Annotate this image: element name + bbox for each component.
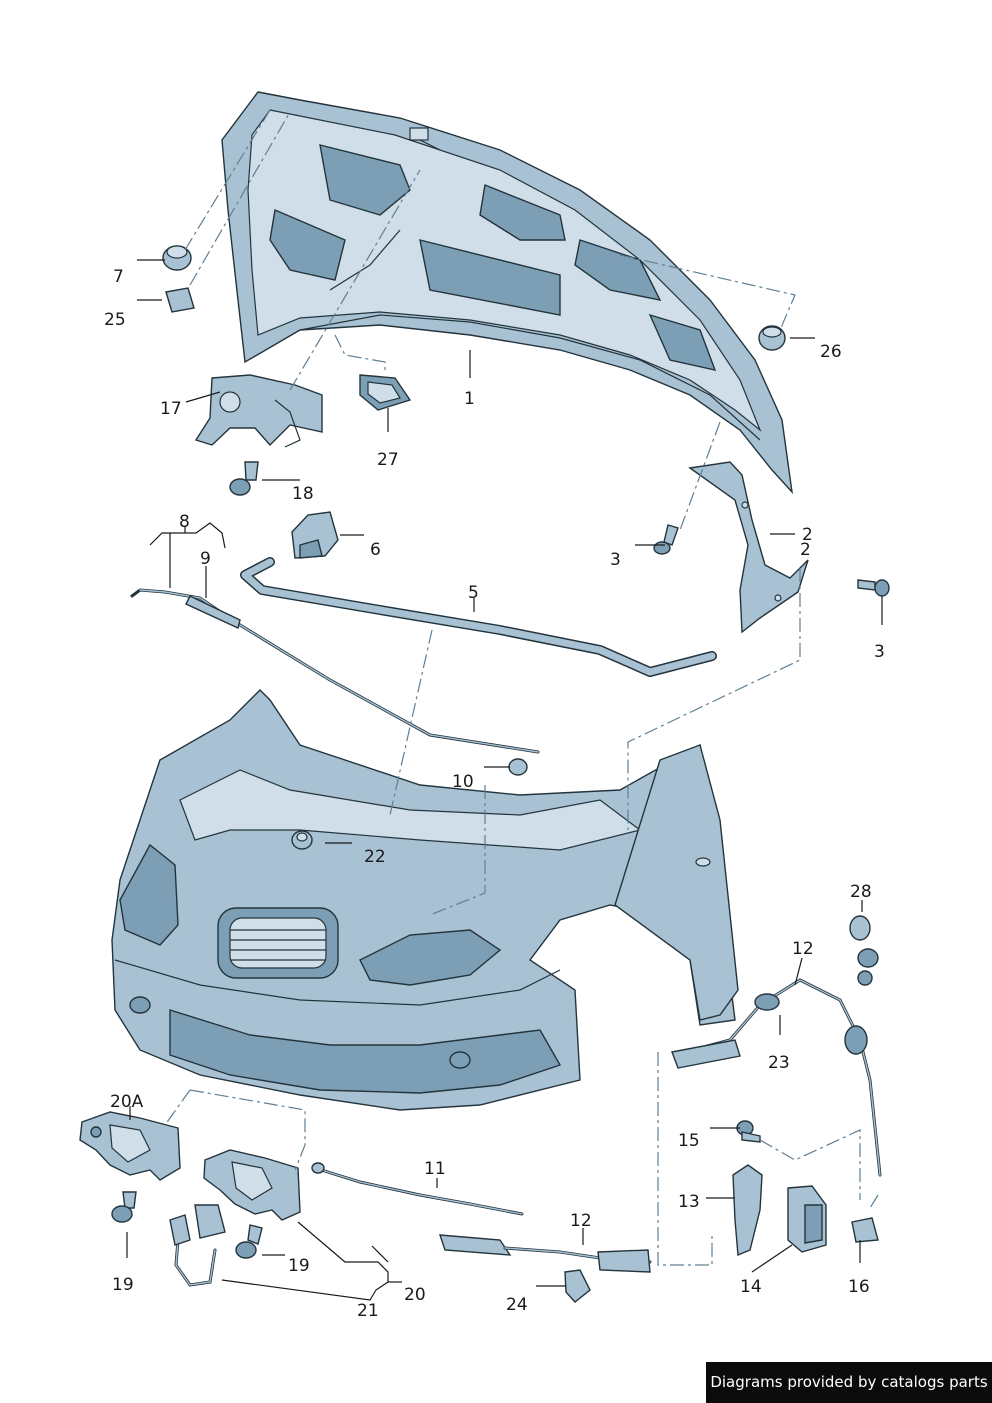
part-19-bolt-left [111, 1191, 137, 1223]
callout-19-left: 19 [112, 1275, 134, 1295]
part-20A-hood-latch [79, 1111, 181, 1181]
part-12-release-cable-upper [671, 978, 882, 1177]
callout-17: 17 [160, 399, 182, 419]
callout-19-right: 19 [288, 1256, 310, 1276]
callout-11: 11 [424, 1159, 446, 1179]
part-27-seal [359, 374, 412, 411]
callout-9: 9 [200, 549, 211, 569]
part-3-bolt-right [857, 579, 890, 597]
callout-26: 26 [820, 342, 842, 362]
callout-8: 8 [179, 512, 190, 532]
part-22-nut [291, 830, 313, 850]
part-6-rubber-mount [291, 511, 339, 559]
part-13-release-handle [732, 1164, 763, 1257]
part-3-bolt-left [653, 524, 679, 555]
callout-5: 5 [468, 583, 479, 603]
part-2-hood-hinge [688, 461, 809, 634]
callout-labels: 1 2 2 3 3 5 6 7 8 9 10 11 12 12 13 14 15… [104, 267, 885, 1321]
watermark-banner: Diagrams provided by catalogs parts [706, 1362, 992, 1403]
part-20-hood-latch [203, 1149, 301, 1221]
part-24-clip [564, 1269, 591, 1303]
callout-1: 1 [464, 389, 475, 409]
callout-14: 14 [740, 1277, 762, 1297]
callout-20: 20 [404, 1285, 426, 1305]
callout-23: 23 [768, 1053, 790, 1073]
leader-lines [126, 259, 883, 1301]
part-12-release-cable-lower [439, 1234, 652, 1273]
part-26-buffer [758, 325, 786, 351]
callout-24: 24 [506, 1295, 528, 1315]
callout-18: 18 [292, 484, 314, 504]
part-21-contact-switch [169, 1204, 226, 1287]
callout-22: 22 [364, 847, 386, 867]
callout-6: 6 [370, 540, 381, 560]
callout-28: 28 [850, 882, 872, 902]
callout-3-right: 3 [874, 642, 885, 662]
callout-15: 15 [678, 1131, 700, 1151]
part-17-lock-plate [194, 374, 323, 448]
part-16-clip [851, 1217, 879, 1243]
part-19-bolt-right [235, 1224, 263, 1259]
callout-12-upper: 12 [792, 939, 814, 959]
callout-12-lower: 12 [570, 1211, 592, 1231]
part-9-prop-rod [130, 588, 540, 754]
part-28-grommet [849, 915, 879, 986]
callout-2-b: 2 [800, 540, 811, 560]
callout-16: 16 [848, 1277, 870, 1297]
hood-panel [221, 91, 794, 495]
dashed-leaders [164, 109, 879, 1266]
front-body [111, 689, 739, 1111]
part-10-grommet [508, 758, 528, 776]
part-11-release-cable [311, 1162, 524, 1216]
callout-21: 21 [357, 1301, 379, 1321]
part-5-seal-strip [240, 557, 717, 677]
callout-20A: 20A [110, 1092, 144, 1112]
callout-27: 27 [377, 450, 399, 470]
callout-7: 7 [113, 267, 124, 287]
part-7-buffer [162, 245, 192, 271]
part-25-clip [165, 287, 195, 313]
callout-3-left: 3 [610, 550, 621, 570]
callout-25: 25 [104, 310, 126, 330]
part-15-screw [736, 1120, 761, 1143]
callout-2-a: 2 [802, 525, 813, 545]
part-14-bracket [787, 1185, 827, 1253]
callout-10: 10 [452, 772, 474, 792]
part-18-bolt [229, 461, 259, 496]
callout-13: 13 [678, 1192, 700, 1212]
